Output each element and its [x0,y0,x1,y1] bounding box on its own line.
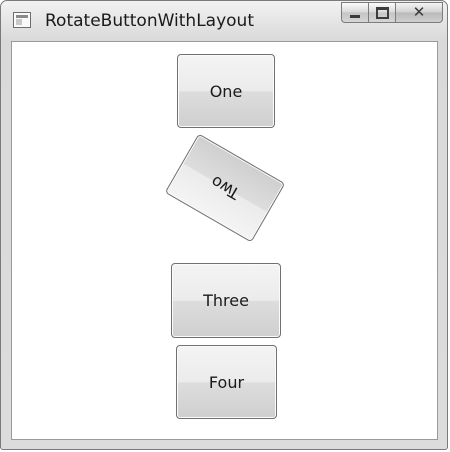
button-two[interactable]: Two [164,133,286,243]
button-three-label: Three [203,291,249,310]
button-two-label: Two [207,172,243,204]
button-four-label: Four [208,372,245,392]
maximize-icon [375,6,389,19]
icon-bar [16,15,28,18]
close-icon: ✕ [412,3,426,21]
close-button[interactable]: ✕ [395,2,443,23]
minimize-icon [350,15,360,18]
window-title: RotateButtonWithLayout [45,11,254,31]
button-one[interactable]: One [177,54,275,128]
caption-buttons: ✕ [341,2,443,24]
icon-pane [16,19,22,25]
button-three[interactable]: Three [171,263,281,338]
maximize-button[interactable] [368,2,395,23]
button-one-label: One [209,81,243,101]
title-bar[interactable]: RotateButtonWithLayout ✕ [1,1,447,41]
window-bottom-border [1,439,447,449]
button-four[interactable]: Four [176,345,277,419]
app-window-icon[interactable] [13,12,31,28]
client-area: One Two Three Four [11,41,438,440]
minimize-button[interactable] [341,2,368,23]
